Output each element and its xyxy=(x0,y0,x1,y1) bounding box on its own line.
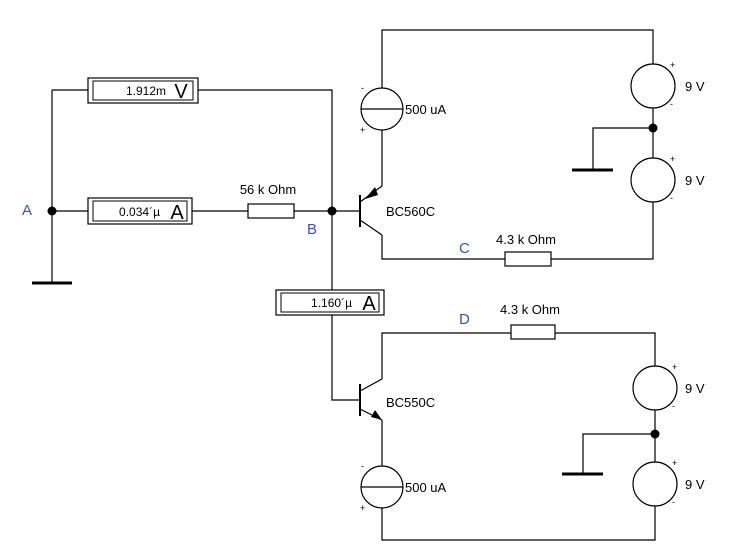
resistor-base-label: 56 k Ohm xyxy=(240,182,296,197)
battery-lower-2-label: 9 V xyxy=(685,477,705,492)
current-source-upper-label: 500 uA xyxy=(405,102,447,117)
svg-text:-: - xyxy=(672,497,675,507)
resistor-upper: 4.3 k Ohm xyxy=(496,232,556,267)
ammeter-left-unit: A xyxy=(170,202,184,224)
resistor-upper-label: 4.3 k Ohm xyxy=(496,232,556,247)
battery-upper-1-label: 9 V xyxy=(685,79,705,94)
resistor-lower: 4.3 k Ohm xyxy=(500,302,560,340)
node-b-dot xyxy=(327,206,337,216)
battery-lower-1-label: 9 V xyxy=(685,381,705,396)
cs-lower-plus: + xyxy=(360,503,365,513)
ammeter-left-value: 0.034´µ xyxy=(119,205,160,219)
node-a-label: A xyxy=(22,202,32,219)
ammeter-mid: 1.160´µ A xyxy=(275,289,385,316)
cs-upper-plus: + xyxy=(360,125,365,135)
battery-lower-2: + - 9 V xyxy=(632,458,705,507)
node-a-dot xyxy=(47,206,57,216)
node-d-label: D xyxy=(459,311,470,328)
current-source-lower: - + 500 uA xyxy=(360,461,447,513)
transistor-upper: BC560C xyxy=(359,185,435,236)
transistor-lower: BC550C xyxy=(359,378,435,421)
voltmeter-unit: V xyxy=(174,81,188,103)
svg-text:-: - xyxy=(670,193,673,203)
upper-wires xyxy=(381,29,654,260)
svg-text:-: - xyxy=(670,99,673,109)
svg-text:+: + xyxy=(672,458,677,468)
voltmeter-value: 1.912m xyxy=(126,84,166,98)
current-source-lower-label: 500 uA xyxy=(405,480,447,495)
lower-wires xyxy=(381,332,656,541)
resistor-lower-label: 4.3 k Ohm xyxy=(500,302,560,317)
current-source-upper: - + 500 uA xyxy=(360,83,447,135)
svg-text:-: - xyxy=(672,401,675,411)
resistor-base: 56 k Ohm xyxy=(240,182,296,219)
node-upper-battery-junction xyxy=(648,123,658,133)
ammeter-mid-value: 1.160´µ xyxy=(311,296,352,310)
voltmeter: 1.912m V xyxy=(87,77,199,104)
transistor-lower-label: BC550C xyxy=(386,395,435,410)
node-c-label: C xyxy=(459,240,470,257)
cs-lower-minus: - xyxy=(361,461,364,471)
battery-upper-1: + - 9 V xyxy=(630,60,705,109)
svg-text:+: + xyxy=(672,362,677,372)
node-lower-battery-junction xyxy=(650,429,660,439)
node-b-label: B xyxy=(307,221,317,238)
ammeter-mid-unit: A xyxy=(362,293,376,315)
battery-upper-2: + - 9 V xyxy=(630,154,705,203)
transistor-upper-label: BC560C xyxy=(386,204,435,219)
cs-upper-minus: - xyxy=(361,83,364,93)
svg-text:+: + xyxy=(670,154,675,164)
ammeter-left: 0.034´µ A xyxy=(87,197,193,225)
svg-text:+: + xyxy=(670,60,675,70)
battery-upper-2-label: 9 V xyxy=(685,173,705,188)
left-wires xyxy=(51,89,360,401)
battery-lower-1: + - 9 V xyxy=(632,362,705,411)
